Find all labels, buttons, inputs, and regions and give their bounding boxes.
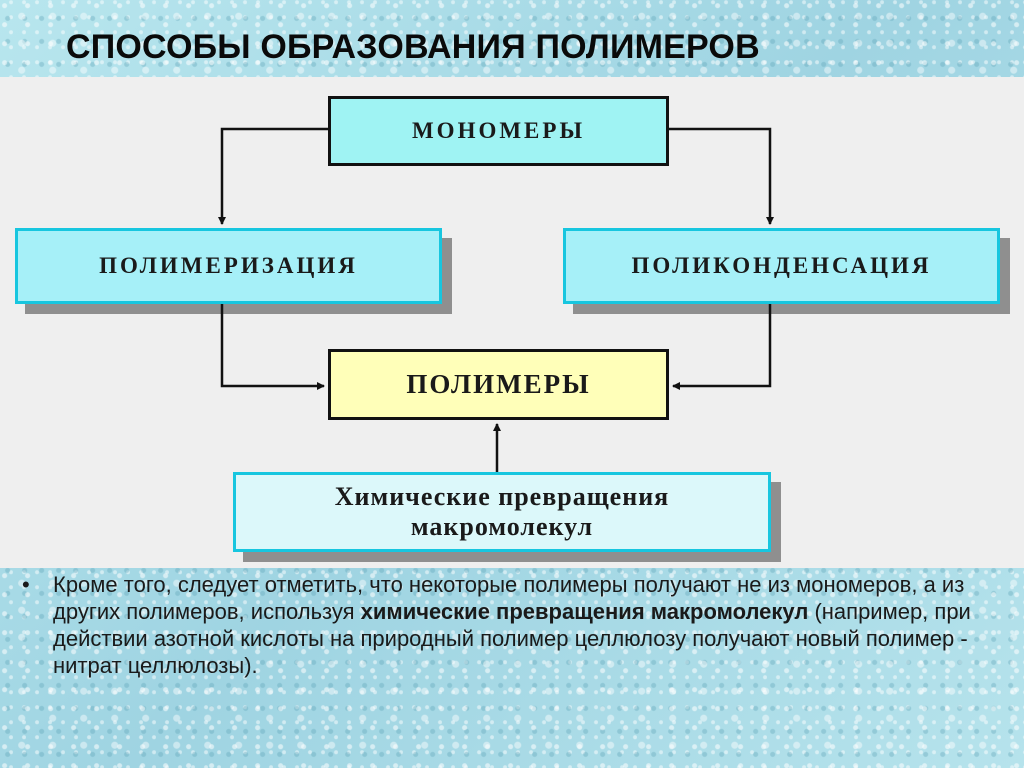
arrow-polycondensation-to-polymers — [672, 304, 772, 390]
bullet-marker: • — [22, 572, 30, 597]
polycondensation-box: ПОЛИКОНДЕНСАЦИЯ — [563, 228, 1000, 304]
arrow-monomers-to-polymerization — [218, 127, 328, 225]
polymers-box: ПОЛИМЕРЫ — [328, 349, 669, 420]
monomers-box: МОНОМЕРЫ — [328, 96, 669, 166]
note-text: Кроме того, следует отметить, что некото… — [53, 571, 1012, 679]
polymers-label: ПОЛИМЕРЫ — [406, 369, 591, 399]
polymerization-label: ПОЛИМЕРИЗАЦИЯ — [99, 253, 358, 278]
polymerization-box: ПОЛИМЕРИЗАЦИЯ — [15, 228, 442, 304]
arrow-monomers-to-polycondensation — [669, 127, 774, 225]
note-text-part1: Кроме того, следует отметить, что некото… — [53, 572, 965, 624]
note-text-bold: химические превращения макромолекул — [360, 599, 809, 624]
note-text-part2: (например, при действии азотной кислоты … — [53, 599, 971, 678]
chemical-transformations-box: Химические превращения макромолекул — [233, 472, 771, 552]
slide-title: СПОСОБЫ ОБРАЗОВАНИЯ ПОЛИМЕРОВ — [66, 28, 760, 66]
arrow-polymerization-to-polymers — [220, 304, 325, 390]
polycondensation-label: ПОЛИКОНДЕНСАЦИЯ — [631, 253, 932, 278]
chemical-label-line2: макромолекул — [410, 512, 594, 541]
chemical-label-line1: Химические превращения — [334, 482, 670, 511]
note-paragraph: • Кроме того, следует отметить, что неко… — [22, 571, 1012, 679]
monomers-label: МОНОМЕРЫ — [411, 118, 586, 143]
